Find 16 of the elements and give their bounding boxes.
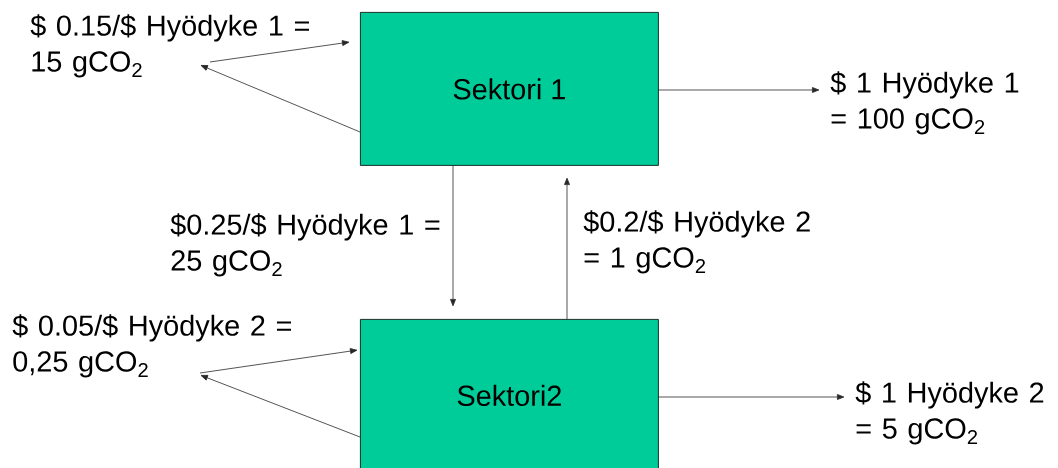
sector-box: Sektori 1 — [360, 12, 659, 166]
arrow — [199, 348, 358, 374]
sector-box: Sektori2 — [360, 319, 659, 468]
arrow — [450, 164, 456, 307]
arrow — [200, 375, 361, 438]
emission-text: $ 0.15/$ Hyödyke 1 = 15 gCO$_{2}$ — [30, 14, 309, 78]
emission-text: $ 0.05/$ Hyödyke 2 = 0,25 gCO$_{2}$ — [12, 314, 291, 378]
edge-label: $0.25/$ Hyödyke 1 = 25 gCO$_{2}$ — [170, 213, 440, 277]
arrow — [209, 40, 350, 63]
edge-label: $0.2/$ Hyödyke 2 = 1 gCO$_{2}$ — [583, 210, 810, 274]
arrow — [564, 177, 570, 320]
arrow — [657, 394, 845, 400]
emission-text: $ 1 Hyödyke 1 = 100 gCO$_{2}$ — [830, 71, 1019, 135]
arrow — [200, 65, 361, 133]
arrow — [657, 87, 820, 93]
emission-text: $ 1 Hyödyke 2 = 5 gCO$_{2}$ — [855, 381, 1044, 445]
